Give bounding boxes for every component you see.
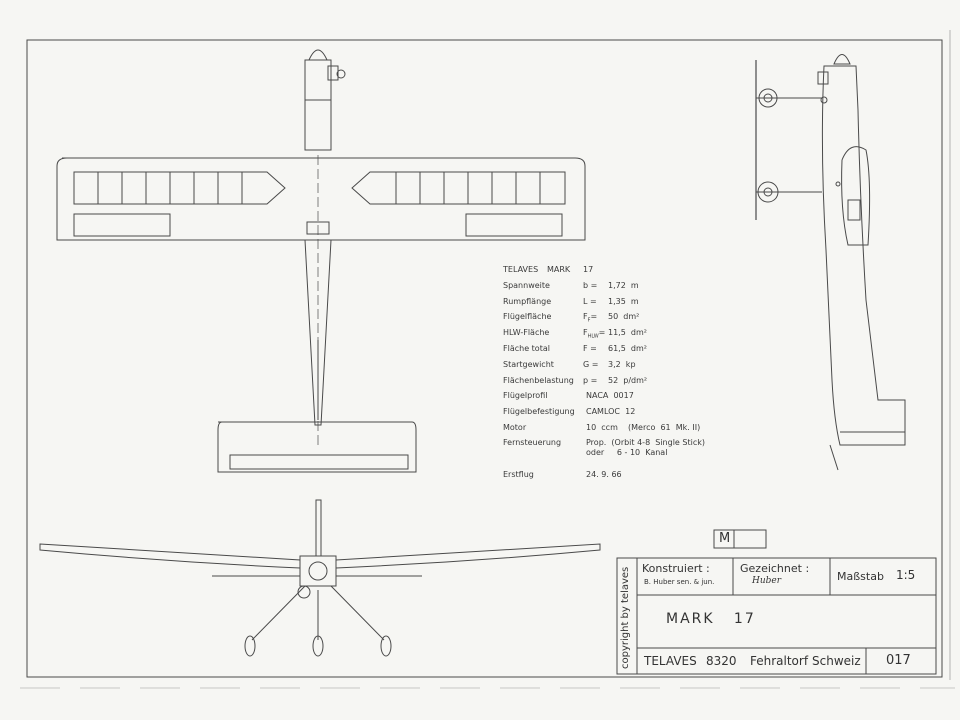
spec-label: Flügelfläche bbox=[503, 312, 552, 321]
spec-symbol-main: b = bbox=[583, 281, 598, 290]
country: Schweiz bbox=[812, 654, 861, 668]
konstruiert-label: Konstruiert : bbox=[642, 562, 710, 575]
spec-label: Flügelprofil bbox=[503, 391, 548, 400]
spec-label: Spannweite bbox=[503, 281, 550, 290]
spec-symbol: p = bbox=[583, 376, 597, 385]
spec-value: 24. 9. 66 bbox=[586, 470, 622, 479]
spec-heading-number: 17 bbox=[583, 265, 594, 274]
spec-symbol: G = bbox=[583, 360, 598, 369]
top-view bbox=[56, 49, 586, 473]
spec-value: 61,5 dm² bbox=[608, 344, 647, 353]
spec-label: Startgewicht bbox=[503, 360, 554, 369]
konstruiert-value: B. Huber sen. & jun. bbox=[644, 578, 715, 586]
spec-symbol-main: p = bbox=[583, 376, 598, 385]
drawing-number: 017 bbox=[886, 653, 911, 668]
outer-frame bbox=[26, 39, 943, 678]
spec-label: Flügelbefestigung bbox=[503, 407, 575, 416]
spec-symbol-main: F = bbox=[583, 344, 597, 353]
postcode: 8320 bbox=[706, 654, 737, 668]
spec-symbol-main: F bbox=[583, 328, 588, 337]
spec-value: 10 ccm (Merco 61 Mk. II) bbox=[586, 423, 701, 432]
spec-symbol: FHLW= bbox=[583, 328, 605, 340]
copyright-text: copyright by telaves bbox=[620, 566, 631, 669]
spec-symbol: FF= bbox=[583, 312, 597, 324]
spec-value: NACA 0017 bbox=[586, 391, 634, 400]
spec-label: Fernsteuerung bbox=[503, 438, 562, 447]
spec-symbol-main: L = bbox=[583, 297, 597, 306]
spec-symbol-equals: = bbox=[590, 312, 598, 321]
spec-value: 52 p/dm² bbox=[608, 376, 648, 385]
spec-value-secondary: oder 6 - 10 Kanal bbox=[586, 448, 668, 457]
spec-value: 11,5 dm² bbox=[608, 328, 647, 337]
spec-symbol: F = bbox=[583, 344, 597, 353]
spec-symbol-main: G = bbox=[583, 360, 599, 369]
spec-label: HLW-Fläche bbox=[503, 328, 550, 337]
spec-label: Rumpflänge bbox=[503, 297, 552, 306]
spec-label: Fläche total bbox=[503, 344, 550, 353]
spec-heading-model: MARK bbox=[547, 265, 571, 274]
spec-symbol-subscript: HLW bbox=[587, 333, 599, 340]
spec-value: CAMLOC 12 bbox=[586, 407, 636, 416]
spec-value: 1,72 m bbox=[608, 281, 639, 290]
spec-heading-company: TELAVES bbox=[503, 265, 539, 274]
front-view bbox=[39, 499, 601, 657]
spec-symbol-equals: = bbox=[598, 328, 606, 337]
spec-label: Erstflug bbox=[503, 470, 534, 479]
gezeichnet-label: Gezeichnet : bbox=[740, 562, 810, 575]
massstab-label: Maßstab bbox=[837, 570, 884, 583]
massstab-value: 1:5 bbox=[896, 568, 916, 582]
title-block bbox=[616, 529, 937, 675]
company-name: TELAVES bbox=[644, 654, 697, 668]
spec-value: 3,2 kp bbox=[608, 360, 636, 369]
side-view bbox=[755, 54, 906, 471]
spec-symbol: b = bbox=[583, 281, 597, 290]
spec-value: 50 dm² bbox=[608, 312, 640, 321]
gezeichnet-signature: Huber bbox=[752, 576, 782, 586]
spec-symbol-subscript: F bbox=[587, 317, 591, 324]
spec-value: Prop. (Orbit 4-8 Single Stick) bbox=[586, 438, 705, 447]
drawing-title: MARK 17 bbox=[666, 611, 756, 627]
spec-symbol-main: F bbox=[583, 312, 588, 321]
spec-value: 1,35 m bbox=[608, 297, 639, 306]
marker-box-label: M bbox=[719, 531, 731, 546]
city: Fehraltorf bbox=[750, 654, 809, 668]
spec-label: Flächenbelastung bbox=[503, 376, 574, 385]
spec-label: Motor bbox=[503, 423, 527, 432]
spec-symbol: L = bbox=[583, 297, 597, 306]
